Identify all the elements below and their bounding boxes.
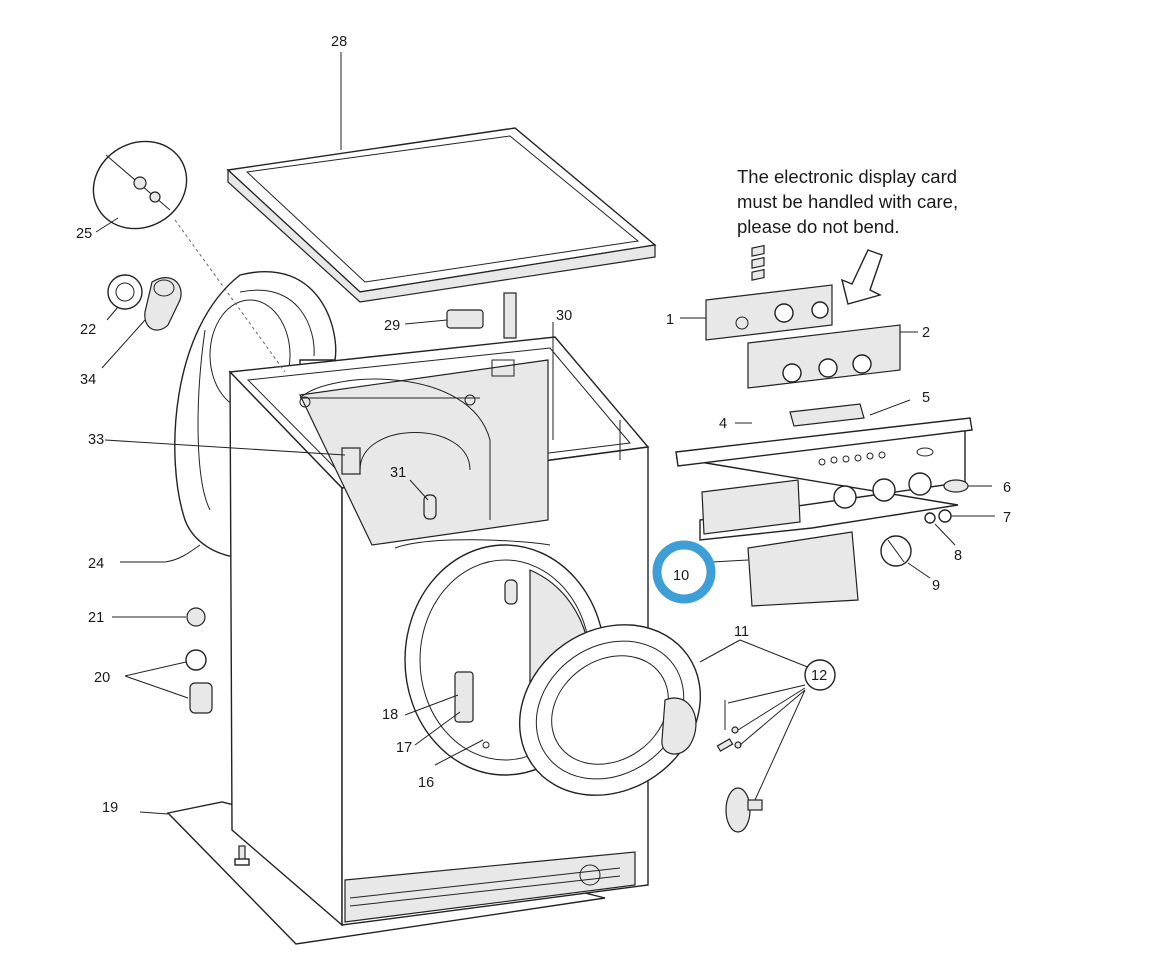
handling-note-line-1: The electronic display card — [737, 166, 958, 187]
display-card-1 — [680, 284, 833, 341]
label-33: 33 — [88, 432, 104, 448]
label-7: 7 — [1003, 510, 1011, 526]
label-8: 8 — [954, 548, 962, 564]
label-18: 18 — [382, 707, 398, 723]
label-34: 34 — [80, 372, 96, 388]
hinge-parts-12 — [716, 659, 836, 833]
highlight-badge — [652, 540, 716, 604]
drawer-10 — [711, 531, 859, 607]
seal-parts — [101, 274, 182, 369]
handling-note: The electronic display card must be hand… — [737, 164, 1037, 239]
knobs-6-7-8 — [924, 479, 995, 546]
label-31: 31 — [390, 465, 406, 481]
hose-detail — [92, 140, 286, 373]
label-19: 19 — [102, 800, 118, 816]
label-17: 17 — [396, 740, 412, 756]
handling-note-line-2: must be handled with care, — [737, 191, 959, 212]
corner-rail — [503, 292, 621, 460]
display-card-2 — [747, 324, 918, 389]
arrow — [840, 249, 883, 305]
label-29: 29 — [384, 318, 400, 334]
part-labels: 28 25 22 34 29 30 33 31 24 21 20 18 17 1… — [76, 34, 1011, 816]
top-cover — [226, 52, 657, 303]
label-5: 5 — [922, 390, 930, 406]
small-parts-left — [112, 607, 213, 714]
label-1: 1 — [666, 312, 674, 328]
bracket-29 — [404, 309, 484, 329]
label-21: 21 — [88, 610, 104, 626]
control-panel — [675, 417, 973, 541]
buttons-5 — [789, 399, 911, 427]
label-24: 24 — [88, 556, 104, 572]
label-10: 10 — [673, 568, 689, 584]
label-11: 11 — [734, 624, 749, 640]
label-12: 12 — [811, 668, 827, 684]
cabinet — [104, 336, 650, 927]
label-25: 25 — [76, 226, 92, 242]
knob-9 — [880, 535, 931, 579]
label-9: 9 — [932, 578, 940, 594]
highlight-ring — [652, 540, 716, 604]
label-30: 30 — [556, 308, 572, 324]
label-16: 16 — [418, 775, 434, 791]
label-22: 22 — [80, 322, 96, 338]
label-20: 20 — [94, 670, 110, 686]
handling-note-line-3: please do not bend. — [737, 216, 900, 237]
label-6: 6 — [1003, 480, 1011, 496]
label-2: 2 — [922, 325, 930, 341]
label-28: 28 — [331, 34, 347, 50]
door — [518, 624, 811, 796]
label-4: 4 — [719, 416, 727, 432]
buttons-4 — [735, 244, 765, 424]
